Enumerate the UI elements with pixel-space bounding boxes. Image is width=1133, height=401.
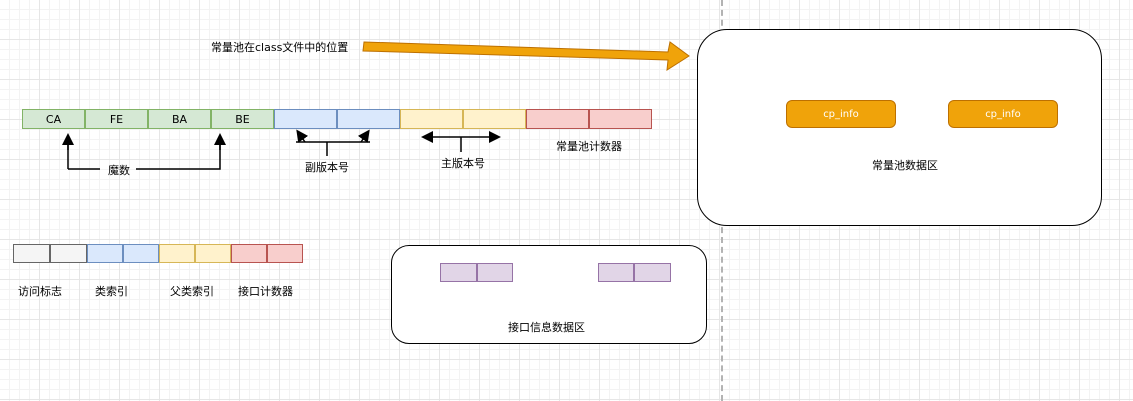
cp-count-cell [526,109,589,129]
interfaces-panel [391,245,707,344]
magic-cell: BA [148,109,211,129]
access-flags-cell [50,244,87,263]
minor-version-label: 副版本号 [305,161,349,174]
access-flags-cell [13,244,50,263]
magic-cell: FE [85,109,148,129]
constant-pool-label: 常量池数据区 [872,159,938,172]
major-version-label: 主版本号 [441,157,485,170]
minor-version-cell [337,109,400,129]
interface-cell [634,263,671,282]
magic-bracket [67,137,221,170]
interfaces-label: 接口信息数据区 [508,321,585,334]
interface-cell [598,263,634,282]
access-flags-label: 访问标志 [18,285,62,298]
magic-label: 魔数 [108,164,130,177]
minor-version-bracket [296,141,370,156]
magic-cell: CA [22,109,85,129]
this-class-cell [87,244,123,263]
interface-cell [440,263,477,282]
cp-count-cell [589,109,652,129]
major-version-cell [400,109,463,129]
super-class-cell [159,244,195,263]
this-class-label: 类索引 [95,285,128,298]
interfaces-count-label: 接口计数器 [238,285,293,298]
title-text: 常量池在class文件中的位置 [211,41,349,54]
interfaces-count-cell [231,244,267,263]
position-arrow [362,41,690,71]
cp-count-label: 常量池计数器 [556,140,622,153]
cp-info-box: cp_info [948,100,1058,128]
super-class-label: 父类索引 [170,285,214,298]
major-version-bracket [424,136,498,152]
interface-cell [477,263,513,282]
cp-info-box: cp_info [786,100,896,128]
this-class-cell [123,244,159,263]
minor-version-cell [274,109,337,129]
super-class-cell [195,244,231,263]
magic-cell: BE [211,109,274,129]
major-version-cell [463,109,526,129]
interfaces-count-cell [267,244,303,263]
